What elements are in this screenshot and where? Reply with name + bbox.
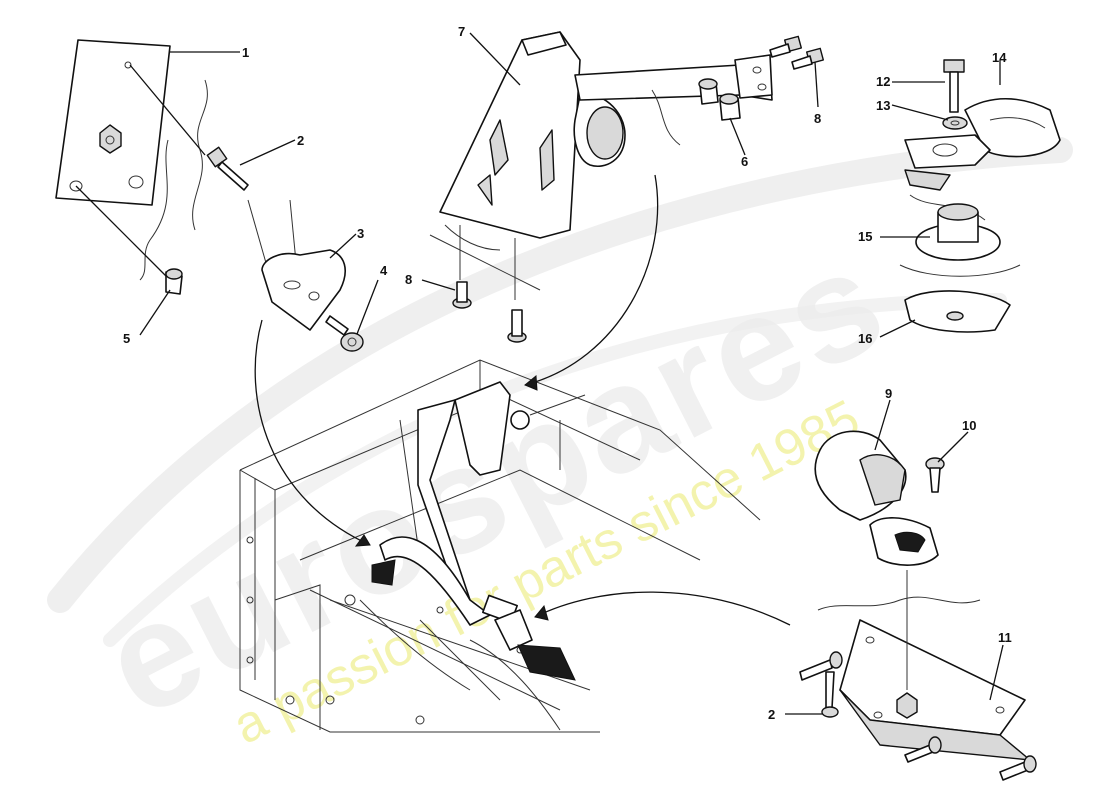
part-9-buckle xyxy=(814,430,939,566)
callout-8a: 8 xyxy=(405,272,412,287)
assembly-arrows xyxy=(254,174,791,626)
part-1-anchor-plate xyxy=(55,39,208,281)
callout-5: 5 xyxy=(123,331,130,346)
callout-16: 16 xyxy=(858,331,872,346)
callout-2: 2 xyxy=(297,133,304,148)
callout-9: 9 xyxy=(885,386,892,401)
part-15-spacer xyxy=(899,203,1021,277)
callout-11: 11 xyxy=(998,630,1012,645)
vehicle-floor-illustration xyxy=(239,359,761,733)
callout-14: 14 xyxy=(992,50,1007,65)
part-8-bolts-lower xyxy=(452,225,527,343)
callout-6: 6 xyxy=(741,154,748,169)
part-7-inertia-reel-bracket xyxy=(429,31,773,291)
part-2-bolt-upper xyxy=(206,146,249,191)
part-10-bolt xyxy=(925,457,945,493)
callout-1: 1 xyxy=(242,45,249,60)
part-buckle-anchor xyxy=(904,134,991,221)
part-3-anchor-bracket xyxy=(247,199,346,331)
part-16-reinforcement xyxy=(904,290,1011,333)
part-4-bolt xyxy=(325,315,364,352)
callout-4: 4 xyxy=(380,263,388,278)
part-14-cover xyxy=(964,97,1061,158)
part-5-spacer xyxy=(165,268,183,295)
part-11-buckle-mounting-bracket xyxy=(817,570,1031,761)
callout-10: 10 xyxy=(962,418,976,433)
callouts: 1 2 3 4 5 6 7 8 8 9 10 11 12 13 14 15 16… xyxy=(123,24,1012,722)
part-2-bolts-lower xyxy=(799,651,1037,781)
callout-15: 15 xyxy=(858,229,872,244)
callout-2b: 2 xyxy=(768,707,775,722)
callout-3: 3 xyxy=(357,226,364,241)
callout-13: 13 xyxy=(876,98,890,113)
callout-7: 7 xyxy=(458,24,465,39)
part-13-washer xyxy=(942,116,968,130)
leader-lines xyxy=(75,32,1004,715)
part-8-bolts-upper xyxy=(769,35,825,70)
part-12-bolt xyxy=(943,59,965,113)
callout-8b: 8 xyxy=(814,111,821,126)
callout-12: 12 xyxy=(876,74,890,89)
part-6-bushes xyxy=(698,78,741,121)
